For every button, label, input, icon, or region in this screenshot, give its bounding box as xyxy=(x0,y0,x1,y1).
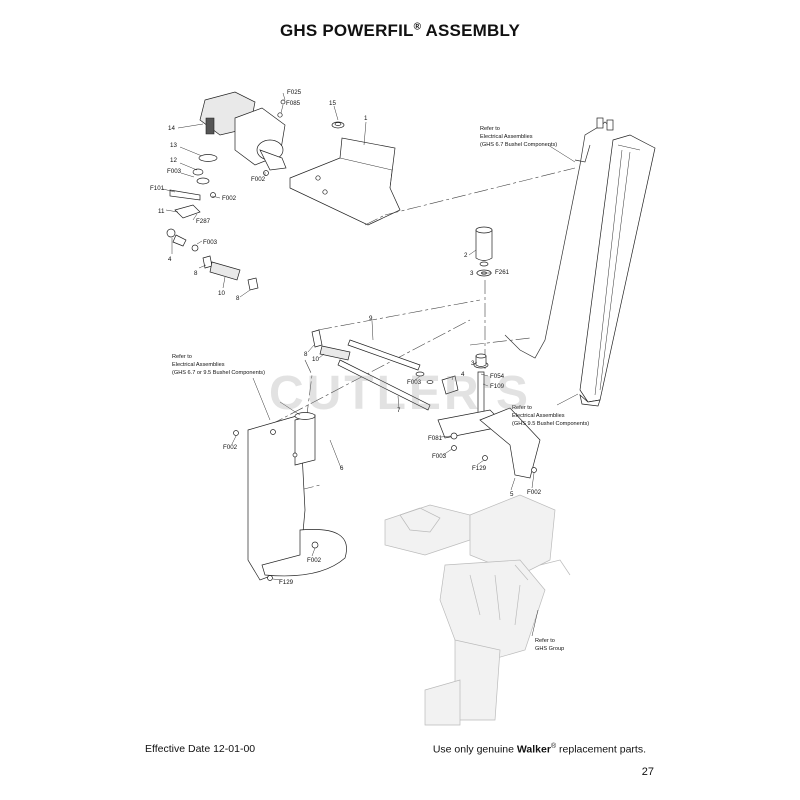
callout-8-b: 8 xyxy=(236,295,240,302)
callout-10-b: 10 xyxy=(312,356,319,363)
note-ghs-line1: Refer to xyxy=(535,638,555,644)
bracket-1 xyxy=(289,121,401,226)
page-title: GHS POWERFIL® ASSEMBLY xyxy=(0,21,800,41)
callout-13: 13 xyxy=(170,142,177,149)
brand-name: Walker xyxy=(516,743,551,756)
deflector-plate-6 xyxy=(233,401,347,581)
callout-6: 6 xyxy=(340,465,344,472)
ghs-group-ghost xyxy=(384,494,571,726)
shaft-parts xyxy=(311,329,489,411)
callout-f054: F054 xyxy=(490,373,505,380)
callout-4-a: 4 xyxy=(168,256,172,263)
callout-f287: F287 xyxy=(196,218,211,225)
callout-f002-d: F002 xyxy=(527,489,542,496)
callout-3-b: 3 xyxy=(471,360,475,367)
callout-14: 14 xyxy=(168,125,175,132)
callout-f002-e: F002 xyxy=(307,557,322,564)
callout-7: 7 xyxy=(397,407,401,414)
callout-f129-b: F129 xyxy=(279,579,294,586)
callout-15: 15 xyxy=(329,100,336,107)
callout-12: 12 xyxy=(170,157,177,164)
callout-f025: F025 xyxy=(287,89,302,96)
leader-lines xyxy=(162,92,579,637)
callout-f101: F101 xyxy=(150,185,165,192)
title-suffix: ASSEMBLY xyxy=(421,21,521,40)
note-elec95a-line3: (GHS 6.7 or 9.5 Bushel Components) xyxy=(172,370,265,376)
callout-f002-a: F002 xyxy=(251,176,266,183)
note-elec95b-line1: Refer to xyxy=(512,405,532,411)
effective-date: Effective Date 12-01-00 xyxy=(145,743,256,755)
callout-3-a: 3 xyxy=(470,270,474,277)
mounting-channel xyxy=(579,134,656,407)
callout-2: 2 xyxy=(464,252,468,259)
page-number: 27 xyxy=(641,766,654,778)
notice-suffix: replacement parts. xyxy=(556,743,646,756)
callout-f003-c: F003 xyxy=(407,379,422,386)
small-hardware-left xyxy=(166,99,286,291)
callout-8-c: 8 xyxy=(304,351,308,358)
callout-f003-b: F003 xyxy=(203,239,218,246)
note-elec67-line2: Electrical Assemblies xyxy=(480,134,533,140)
chute-arm-5 xyxy=(437,371,541,479)
motor-assembly xyxy=(199,91,287,171)
genuine-parts-notice: Use only genuine Walker® replacement par… xyxy=(433,743,646,756)
callout-8-a: 8 xyxy=(194,270,198,277)
callout-f002-c: F002 xyxy=(223,444,238,451)
wire-harness xyxy=(504,117,614,359)
callout-labels: F025 F085 15 1 14 13 12 F003 F002 F101 F… xyxy=(150,89,542,586)
note-elec67-line3: (GHS 6.7 Bushel Components) xyxy=(480,142,557,148)
notice-prefix: Use only genuine xyxy=(432,743,517,756)
callout-f002-b: F002 xyxy=(222,195,237,202)
callout-f109: F109 xyxy=(490,383,505,390)
registered-mark: ® xyxy=(413,21,422,33)
brand-registered-mark: ® xyxy=(550,743,557,750)
callout-11: 11 xyxy=(158,208,165,215)
callout-10-a: 10 xyxy=(218,290,225,297)
callout-5: 5 xyxy=(510,491,514,498)
callout-f261: F261 xyxy=(495,269,510,276)
callout-4-b: 4 xyxy=(461,371,465,378)
callout-f003-a: F003 xyxy=(167,168,182,175)
reference-notes: Refer to Electrical Assemblies (GHS 6.7 … xyxy=(172,126,589,652)
callout-1: 1 xyxy=(364,115,368,122)
note-elec95a-line2: Electrical Assemblies xyxy=(172,362,225,368)
callout-9: 9 xyxy=(369,315,373,322)
note-ghs-line2: GHS Group xyxy=(535,646,564,652)
callout-f081: F081 xyxy=(428,435,443,442)
note-elec67-line1: Refer to xyxy=(480,126,500,132)
title-main: GHS POWERFIL xyxy=(279,21,414,40)
bushing-stack xyxy=(475,226,493,277)
callout-f085: F085 xyxy=(286,100,301,107)
note-elec95b-line3: (GHS 9.5 Bushel Components) xyxy=(512,421,589,427)
note-elec95b-line2: Electrical Assemblies xyxy=(512,413,565,419)
callout-f003-d: F003 xyxy=(432,453,447,460)
note-elec95a-line1: Refer to xyxy=(172,354,192,360)
callout-f129-a: F129 xyxy=(472,465,487,472)
